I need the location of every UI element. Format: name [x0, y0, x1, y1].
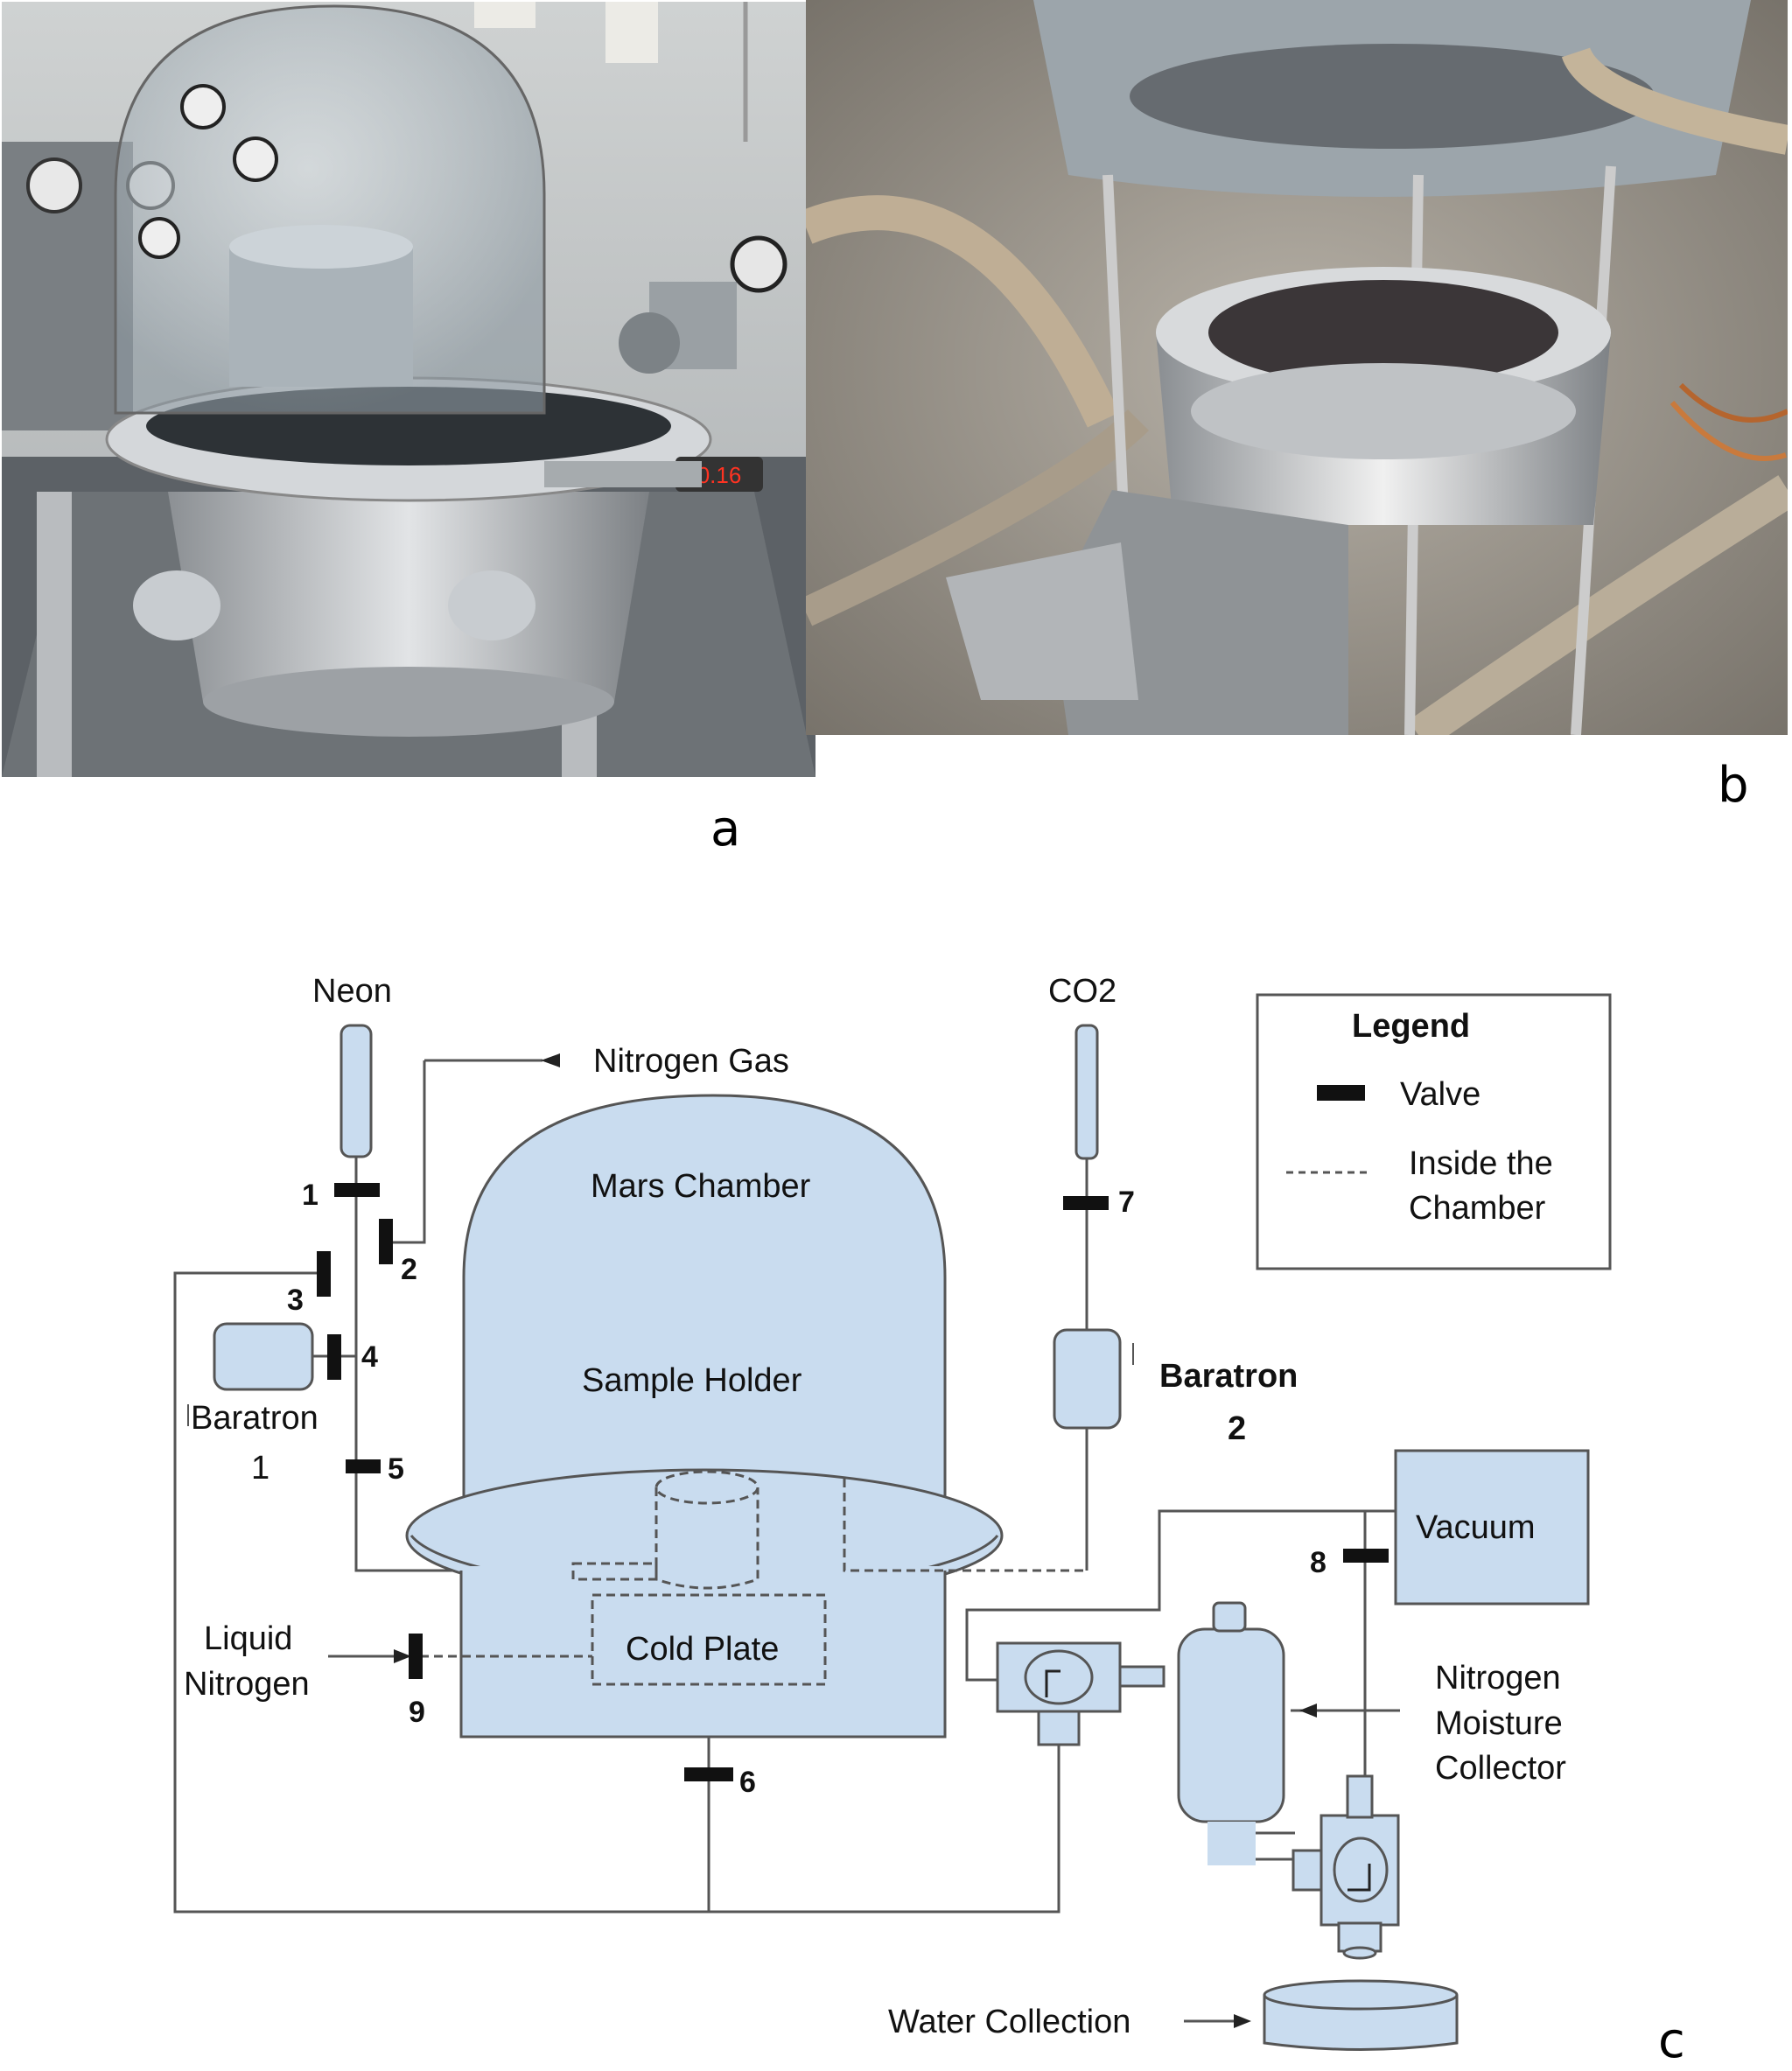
valve-number-4: 4	[361, 1340, 378, 1374]
valve-number-6: 6	[739, 1766, 756, 1799]
valve-7	[1063, 1196, 1109, 1210]
valve-number-5: 5	[388, 1452, 404, 1486]
panel-label-a: a	[710, 801, 741, 857]
label-mars-chamber: Mars Chamber	[591, 1168, 811, 1205]
water-collection-dish	[1263, 1995, 1459, 2051]
valve-8	[1343, 1549, 1389, 1563]
label-neon: Neon	[312, 973, 392, 1010]
legend-valve-symbol	[1317, 1085, 1365, 1101]
mars-chamber-dome	[462, 1094, 947, 1542]
legend-title: Legend	[1352, 1008, 1470, 1045]
photo-b-sample-holder-closeup	[806, 0, 1788, 735]
valve-number-8: 8	[1310, 1546, 1326, 1579]
valve-3	[317, 1251, 331, 1297]
co2-cylinder	[1074, 1024, 1099, 1160]
panel-label-c: c	[1658, 2012, 1685, 2069]
cold-plate	[591, 1593, 827, 1686]
valve-6	[684, 1767, 733, 1781]
label-liquid-nitrogen-line1: Liquid	[204, 1620, 292, 1657]
valve-1	[334, 1183, 380, 1197]
label-nitrogen-gas: Nitrogen Gas	[593, 1043, 789, 1080]
legend: Legend Valve Inside the Chamber	[1256, 993, 1612, 1270]
nitrogen-moisture-collector	[1177, 1627, 1285, 1823]
valve-number-9: 9	[409, 1696, 425, 1729]
label-water-collection: Water Collection	[888, 2004, 1130, 2040]
valve-number-2: 2	[401, 1253, 417, 1286]
baratron-1	[213, 1322, 314, 1391]
label-sample-holder: Sample Holder	[582, 1362, 802, 1399]
label-baratron-1-name: Baratron	[191, 1400, 318, 1437]
valve-9	[409, 1634, 423, 1679]
label-co2: CO2	[1048, 973, 1116, 1010]
legend-valve-label: Valve	[1400, 1076, 1480, 1113]
valve-5	[346, 1459, 381, 1473]
gauge-readout: 0.16	[697, 462, 742, 488]
legend-inside-line1: Inside the	[1409, 1145, 1553, 1182]
schematic-diagram: 1 2 3 4 5 6 7 8 9 Neon CO2 Nitrogen Gas …	[173, 973, 1612, 2051]
legend-inside-line2: Chamber	[1409, 1190, 1546, 1227]
label-moisture-collector-line3: Collector	[1435, 1750, 1566, 1787]
photo-a-mars-chamber-apparatus: 0.16	[2, 2, 816, 777]
panel-label-b: b	[1718, 757, 1749, 814]
label-vacuum: Vacuum	[1416, 1509, 1536, 1546]
label-baratron-2-name: Baratron	[1159, 1358, 1298, 1395]
label-moisture-collector-line1: Nitrogen	[1435, 1660, 1561, 1697]
valve-4	[327, 1334, 341, 1380]
label-baratron-2-number: 2	[1228, 1410, 1246, 1447]
label-baratron-1-number: 1	[251, 1450, 270, 1487]
label-moisture-collector-line2: Moisture	[1435, 1705, 1563, 1742]
baratron-2	[1053, 1328, 1122, 1430]
valve-2	[379, 1219, 393, 1264]
label-cold-plate: Cold Plate	[626, 1631, 779, 1668]
vacuum-pump	[1394, 1449, 1590, 1606]
valve-number-7: 7	[1118, 1186, 1135, 1219]
valve-number-3: 3	[287, 1284, 304, 1317]
chamber-lower-body	[459, 1571, 947, 1739]
neon-cylinder	[340, 1024, 373, 1158]
label-liquid-nitrogen-line2: Nitrogen	[184, 1666, 310, 1703]
valve-number-1: 1	[302, 1179, 318, 1212]
